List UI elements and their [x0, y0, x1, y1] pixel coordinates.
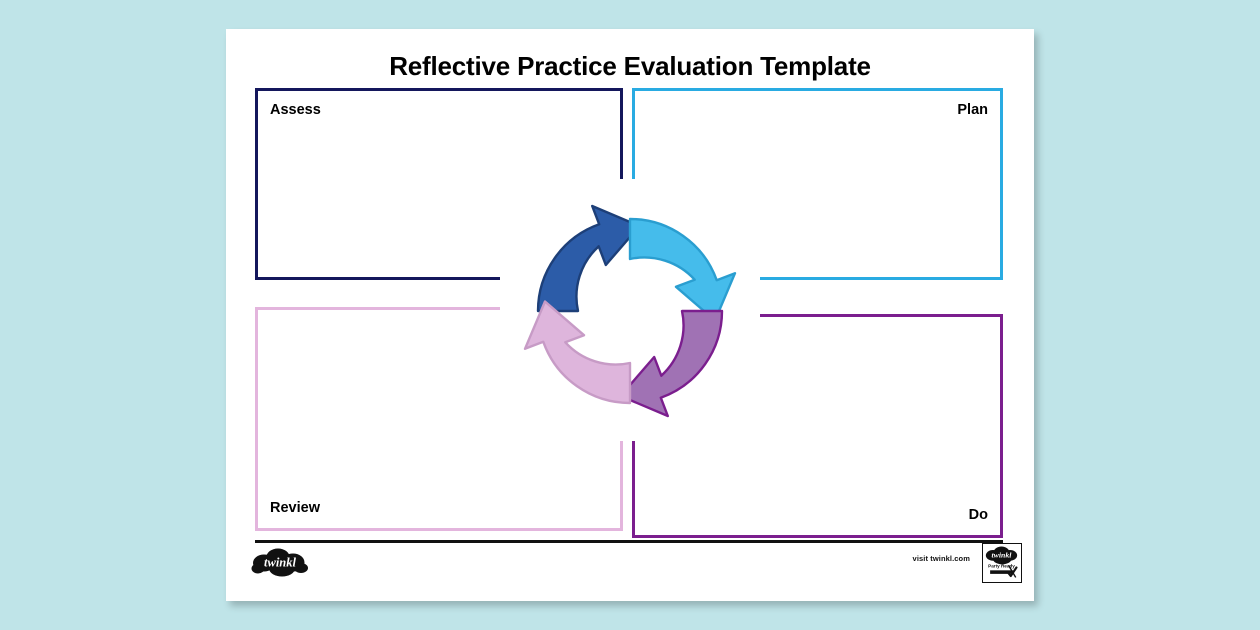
- badge-logo-text: twinkl: [992, 551, 1013, 560]
- review-arrow-group: [523, 300, 632, 405]
- badge-line1: Party Ready: [988, 563, 1015, 568]
- badge-tick-tail: [1008, 564, 1017, 578]
- review-arrow: [523, 300, 632, 405]
- do-arrow: [619, 309, 724, 418]
- cycle-diagram: [522, 203, 738, 419]
- badge-cloud-shape: [985, 546, 1018, 565]
- footer-divider: [255, 540, 1003, 543]
- quadrant-label-assess: Assess: [270, 102, 321, 118]
- quadrant-label-plan: Plan: [957, 102, 988, 118]
- page-title: Reflective Practice Evaluation Template: [389, 51, 871, 81]
- assess-arrow: [536, 204, 641, 313]
- plan-arrow-group: [628, 217, 737, 322]
- twinkl-cloud-shape: [251, 548, 308, 577]
- assess-arrow-group: [536, 204, 641, 313]
- quadrant-label-do: Do: [968, 507, 988, 523]
- do-arrow-group: [619, 309, 724, 418]
- twinkl-logo: twinkl: [249, 545, 313, 579]
- twinkl-badge: twinkl Party Ready: [982, 543, 1022, 583]
- visit-url-text[interactable]: visit twinkl.com: [912, 554, 970, 563]
- badge-line2-bar: [990, 570, 1013, 574]
- badge-check-icon: [1006, 566, 1018, 578]
- twinkl-logo-text: twinkl: [264, 556, 296, 570]
- plan-arrow: [628, 217, 737, 322]
- worksheet-page: Reflective Practice Evaluation Template …: [226, 29, 1034, 601]
- quadrant-label-review: Review: [270, 500, 320, 516]
